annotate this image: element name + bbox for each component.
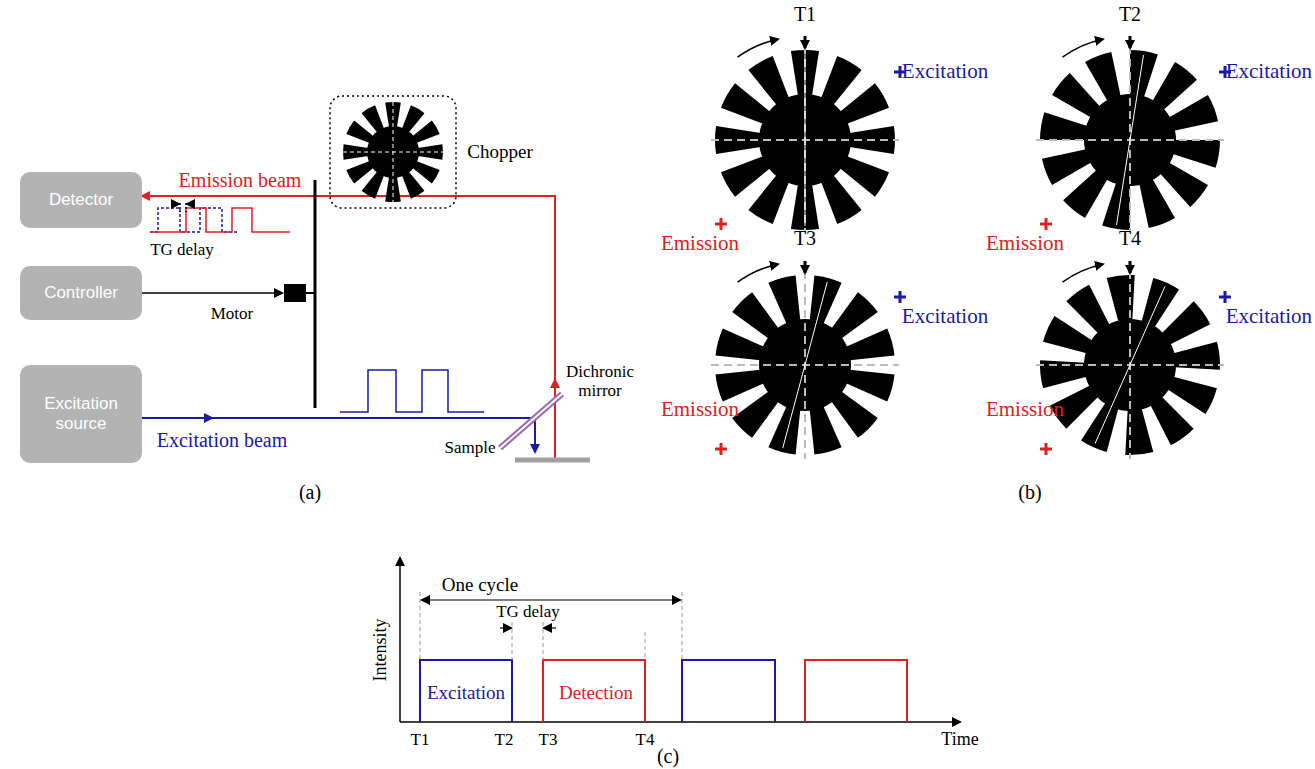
text-label: T3	[794, 227, 816, 249]
text-label: Chopper	[467, 142, 532, 163]
text-label: One cycle	[442, 575, 518, 596]
text-label: Emission	[986, 232, 1064, 255]
sample-slide	[515, 458, 590, 463]
text-label: Excitation	[1226, 305, 1312, 328]
dichroic-mirror	[500, 394, 562, 448]
text-label: T3	[539, 731, 558, 750]
text-label: Time	[941, 730, 978, 750]
text-label: Detection	[559, 683, 633, 704]
chopper-wheels	[343, 36, 1224, 459]
text-label: Dichronic mirror	[555, 363, 645, 400]
motor-symbol	[284, 284, 306, 302]
device-name: Detector	[49, 190, 113, 209]
device-name: Controller	[44, 283, 118, 302]
text-label: T4	[1119, 227, 1141, 249]
control-line	[142, 292, 282, 294]
excitation-waveform	[340, 370, 484, 412]
text-label: T2	[495, 731, 514, 750]
text-label: T2	[1119, 3, 1141, 25]
text-label: Excitation	[902, 60, 988, 83]
text-label: TG delay	[150, 241, 214, 260]
device-box: Excitation source	[20, 365, 142, 463]
text-label: Motor	[211, 305, 254, 324]
text-label: T4	[636, 731, 655, 750]
position-markers	[715, 66, 1231, 455]
emission-beam	[142, 196, 555, 458]
device-box: Detector	[20, 172, 142, 228]
text-label: T1	[794, 3, 816, 25]
device-box: Controller	[20, 266, 142, 320]
text-label: Emission	[661, 398, 739, 421]
text-label: Excitation	[427, 683, 505, 704]
text-label: Emission	[661, 232, 739, 255]
text-label: TG delay	[496, 603, 560, 622]
text-label: Sample	[445, 439, 496, 458]
tg-waveform	[150, 203, 290, 232]
text-label: (b)	[1018, 481, 1041, 503]
text-label: Excitation	[902, 305, 988, 328]
text-label: Intensity	[370, 618, 390, 681]
text-label: T1	[411, 731, 430, 750]
text-label: (a)	[299, 481, 321, 503]
chopper-box	[330, 96, 456, 208]
text-label: Excitation	[1226, 60, 1312, 83]
device-name: Excitation source	[44, 394, 118, 433]
timing-chart	[400, 558, 960, 722]
text-label: Excitation beam	[157, 429, 288, 451]
text-label: Emission	[986, 398, 1064, 421]
text-label: (c)	[657, 745, 679, 767]
text-label: Emission beam	[179, 169, 302, 191]
